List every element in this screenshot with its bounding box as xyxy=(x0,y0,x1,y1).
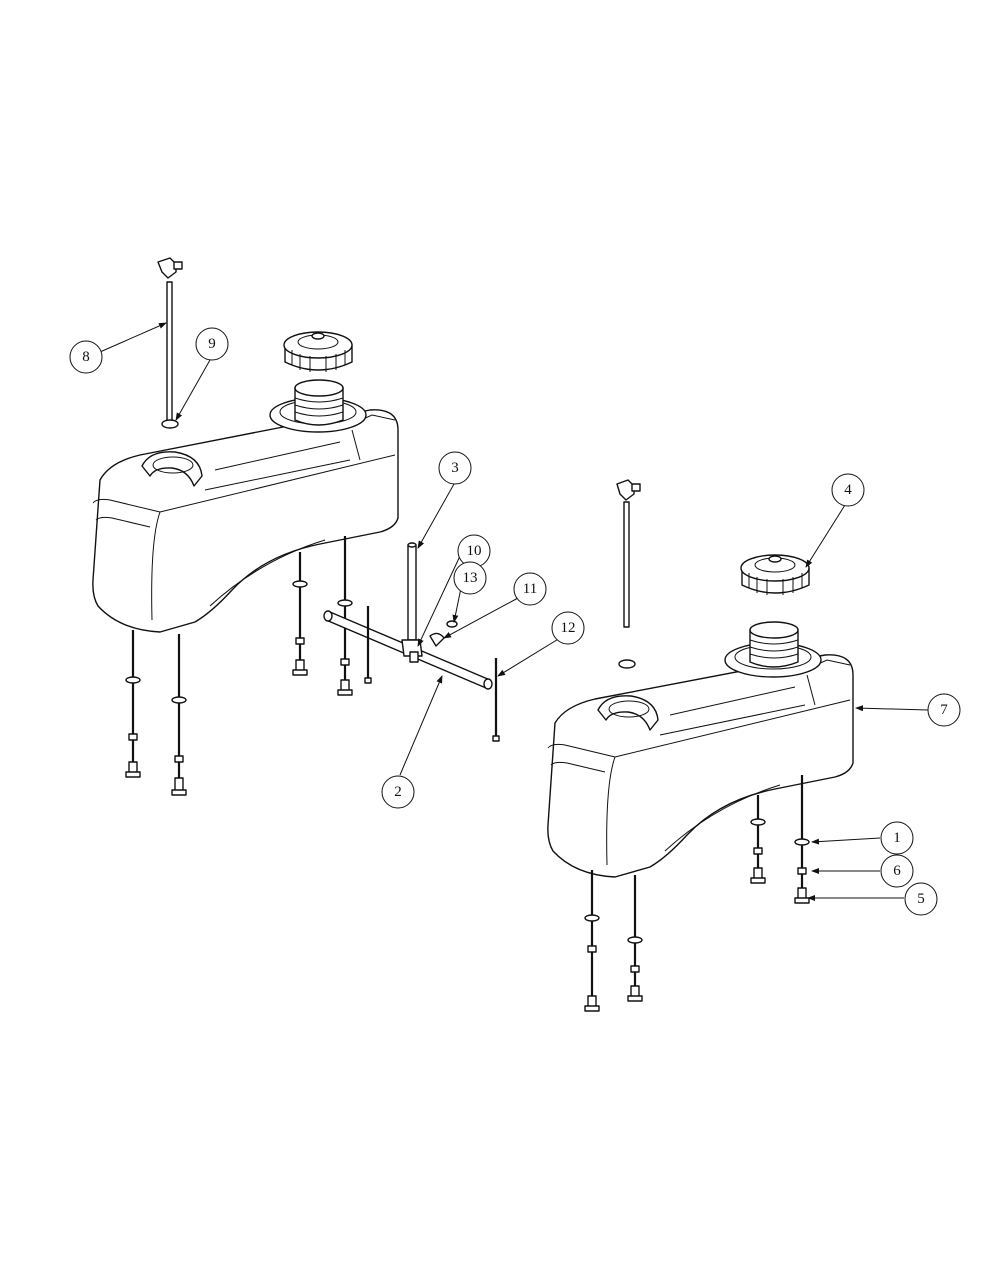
callout-2: 2 xyxy=(381,775,415,809)
leader-lines xyxy=(99,322,929,901)
right-pickup-tube xyxy=(616,479,641,669)
callout-6-label: 6 xyxy=(893,863,901,879)
callout-6: 6 xyxy=(880,854,914,888)
left-pickup-tube xyxy=(157,257,183,429)
callout-12: 12 xyxy=(551,611,585,645)
left-filler-neck xyxy=(294,379,344,426)
callout-3-label: 3 xyxy=(451,460,459,476)
callout-13: 13 xyxy=(453,561,487,595)
callout-2-label: 2 xyxy=(394,784,402,800)
callout-3: 3 xyxy=(438,451,472,485)
right-fuel-cap xyxy=(740,554,810,595)
callout-1: 1 xyxy=(880,821,914,855)
callout-4-label: 4 xyxy=(844,482,852,498)
callout-1-label: 1 xyxy=(893,830,901,846)
right-mounting-hardware xyxy=(584,775,810,1012)
right-filler-neck xyxy=(749,621,799,668)
callout-11: 11 xyxy=(513,572,547,606)
callout-8: 8 xyxy=(69,340,103,374)
callout-8-label: 8 xyxy=(82,349,90,365)
callout-4: 4 xyxy=(831,473,865,507)
callout-10: 10 xyxy=(457,534,491,568)
callout-13-label: 13 xyxy=(463,570,478,586)
left-fuel-tank xyxy=(92,397,399,633)
callout-9-label: 9 xyxy=(208,336,216,352)
left-mounting-hardware xyxy=(125,536,353,796)
fuel-line-assembly xyxy=(323,542,500,742)
callout-12-label: 12 xyxy=(561,620,576,636)
left-fuel-cap xyxy=(283,331,353,372)
callout-11-label: 11 xyxy=(523,581,537,597)
callout-7: 7 xyxy=(927,693,961,727)
callout-5: 5 xyxy=(904,882,938,916)
callout-5-label: 5 xyxy=(917,891,925,907)
callout-9: 9 xyxy=(195,327,229,361)
callout-7-label: 7 xyxy=(940,702,948,718)
callout-10-label: 10 xyxy=(467,543,482,559)
